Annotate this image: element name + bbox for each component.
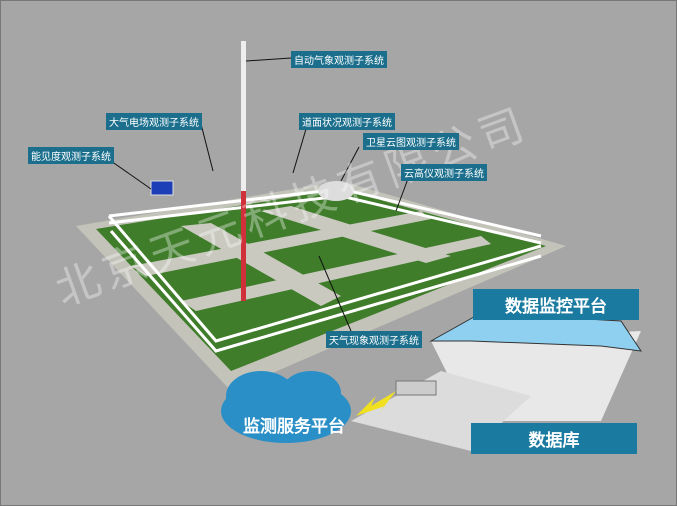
solar-panel — [150, 180, 174, 196]
mast — [241, 41, 246, 191]
monitor-platform-label: 数据监控平台 — [473, 289, 639, 320]
server — [395, 380, 437, 396]
service-platform-label: 监测服务平台 — [243, 417, 345, 437]
label-weather-phenomena: 天气现象观测子系统 — [326, 331, 422, 348]
database-label: 数据库 — [471, 423, 637, 454]
label-road-surface: 道面状况观测子系统 — [299, 113, 395, 130]
label-satellite: 卫星云图观测子系统 — [363, 133, 459, 150]
satellite-dish — [318, 181, 354, 201]
lightning-icon — [356, 391, 396, 416]
leader-lines — [110, 57, 410, 332]
label-auto-weather: 自动气象观测子系统 — [291, 51, 387, 68]
label-visibility: 能见度观测子系统 — [28, 147, 114, 164]
label-ceilometer: 云高仪观测子系统 — [401, 164, 487, 181]
label-electric-field: 大气电场观测子系统 — [106, 113, 202, 130]
